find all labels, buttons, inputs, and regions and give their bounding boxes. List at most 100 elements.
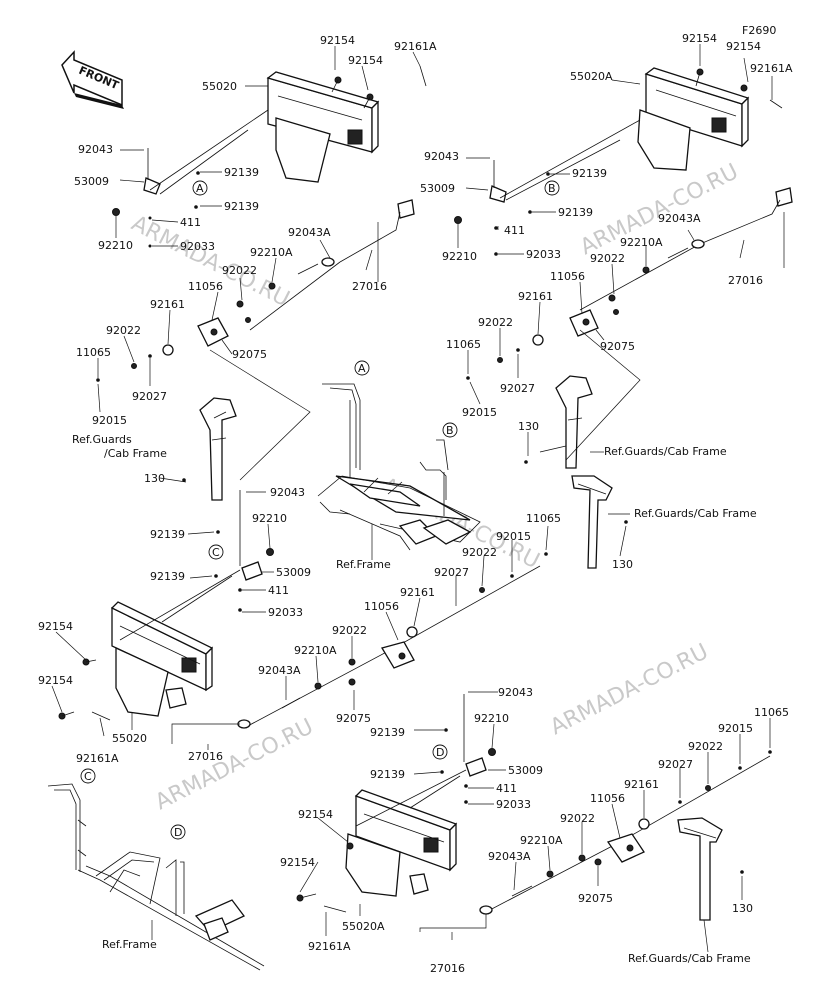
part-label: 92033 [496, 798, 531, 811]
callout-d-label: D [174, 826, 182, 839]
mid-right-guard [455, 475, 630, 606]
callout-d [432, 744, 448, 760]
callout-c-label: C [212, 546, 220, 559]
part-label: 92210A [250, 246, 293, 259]
top-right-assembly [454, 44, 793, 469]
part-label: 92027 [658, 758, 693, 771]
part-label: 92139 [572, 167, 607, 180]
part-label: 92139 [370, 768, 405, 781]
part-label: 92210A [294, 644, 337, 657]
part-label: 92015 [92, 414, 127, 427]
guard-frame [182, 397, 237, 501]
part-label: 55020A [570, 70, 613, 83]
part-label: 92154 [320, 34, 355, 47]
part-label: 92161 [518, 290, 553, 303]
bottom-right-assembly [296, 691, 772, 953]
part-label: 92161 [624, 778, 659, 791]
ref-label: Ref.Guards/Cab Frame [634, 507, 757, 520]
watermark: ARMADA-CO.RU [546, 639, 712, 740]
part-label: 92075 [600, 340, 635, 353]
part-label: 92154 [348, 54, 383, 67]
part-label: 92015 [462, 406, 497, 419]
callout-d [170, 824, 186, 840]
callout-b [544, 180, 560, 196]
part-label: 92154 [682, 32, 717, 45]
light-housing [266, 71, 380, 183]
callout-b-label: B [446, 424, 454, 437]
part-label: 92033 [526, 248, 561, 261]
part-label: 92043A [288, 226, 331, 239]
part-label: 92033 [180, 240, 215, 253]
part-label: 92154 [726, 40, 761, 53]
part-label: 411 [496, 782, 517, 795]
part-label: 92027 [132, 390, 167, 403]
ref-label: Ref.Guards/Cab Frame [604, 445, 727, 458]
ref-label: Ref.Guards [72, 433, 132, 446]
bottom-left-frame [47, 783, 265, 971]
ref-label: Ref.Frame [336, 558, 391, 571]
callout-d-label: D [436, 746, 444, 759]
part-label: 92027 [500, 382, 535, 395]
part-label: 92043 [498, 686, 533, 699]
part-label: 27016 [728, 274, 763, 287]
part-label: 92015 [496, 530, 531, 543]
front-arrow-icon: FRONT [61, 50, 124, 109]
part-label: 27016 [430, 962, 465, 975]
light-housing [110, 601, 214, 717]
part-label: 53009 [508, 764, 543, 777]
part-label: 92075 [232, 348, 267, 361]
part-label: 11056 [188, 280, 223, 293]
part-label: 92154 [298, 808, 333, 821]
part-label: 92139 [558, 206, 593, 219]
part-label: 130 [732, 902, 753, 915]
ref-label: Ref.Guards/Cab Frame [628, 952, 751, 965]
part-label: 11065 [526, 512, 561, 525]
ref-label: Ref.Frame [102, 938, 157, 951]
part-label: 53009 [74, 175, 109, 188]
part-label: 92043 [424, 150, 459, 163]
watermark: ARMADA-CO.RU [151, 714, 317, 815]
part-label: 92015 [718, 722, 753, 735]
part-label: 92022 [462, 546, 497, 559]
callout-c [208, 544, 224, 560]
part-label: 11065 [76, 346, 111, 359]
part-label: 92210 [252, 512, 287, 525]
callout-c-label: C [84, 770, 92, 783]
callout-b-label: B [548, 182, 556, 195]
callout-a [192, 180, 208, 196]
part-label: 11056 [590, 792, 625, 805]
part-label: 92139 [150, 528, 185, 541]
callout-a-label: A [358, 362, 366, 375]
part-label: 92043A [658, 212, 701, 225]
part-label: 92161 [400, 586, 435, 599]
callout-b [442, 422, 458, 438]
light-housing [637, 67, 750, 171]
part-label: 92154 [280, 856, 315, 869]
part-label: 92075 [336, 712, 371, 725]
part-label: 130 [518, 420, 539, 433]
part-label: 27016 [188, 750, 223, 763]
part-label: 130 [144, 472, 165, 485]
part-label: 92043A [488, 850, 531, 863]
ref-label: /Cab Frame [104, 447, 167, 460]
part-label: 11065 [446, 338, 481, 351]
watermark: ARMADA-CO.RU [127, 211, 293, 312]
part-label: 92161A [750, 62, 793, 75]
part-label: 92043 [78, 143, 113, 156]
part-label: 92043 [270, 486, 305, 499]
part-label: 411 [180, 216, 201, 229]
part-label: 92022 [106, 324, 141, 337]
part-label: 92075 [578, 892, 613, 905]
part-label: 92139 [370, 726, 405, 739]
part-label: 92210A [620, 236, 663, 249]
part-label: 92210 [98, 239, 133, 252]
part-label: 92161A [394, 40, 437, 53]
part-label: 92022 [478, 316, 513, 329]
part-label: 92139 [224, 166, 259, 179]
part-label: 92139 [150, 570, 185, 583]
part-label: 92161A [308, 940, 351, 953]
part-label: 27016 [352, 280, 387, 293]
part-label: 92022 [560, 812, 595, 825]
part-label: 55020A [342, 920, 385, 933]
